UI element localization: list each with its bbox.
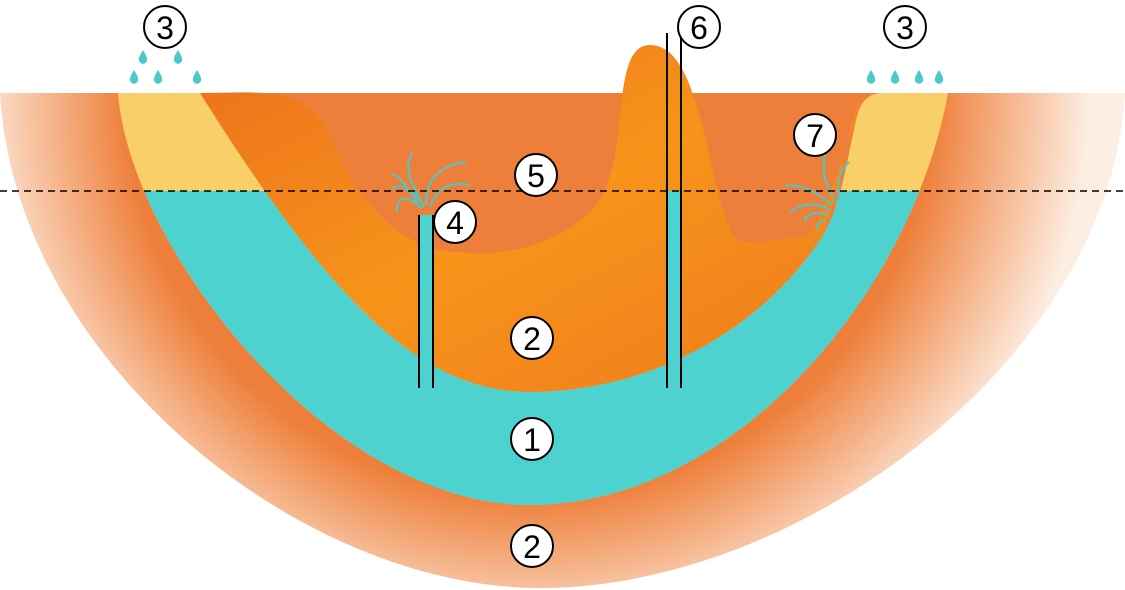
svg-text:6: 6 xyxy=(690,10,708,46)
label-confining-lower: 2 xyxy=(510,524,554,568)
svg-text:2: 2 xyxy=(523,529,541,565)
svg-text:3: 3 xyxy=(156,10,174,46)
label-recharge-right: 3 xyxy=(883,5,927,49)
svg-text:2: 2 xyxy=(523,321,541,357)
rain-drops-left-icon xyxy=(129,50,202,84)
label-spring: 7 xyxy=(793,113,837,157)
label-well-6: 6 xyxy=(677,5,721,49)
rain-drops-right-icon xyxy=(866,70,944,84)
label-artesian-well: 4 xyxy=(433,200,477,244)
label-confining-upper: 2 xyxy=(510,316,554,360)
svg-text:5: 5 xyxy=(527,158,545,194)
upper-confining-layer xyxy=(200,45,860,392)
fountain-spray-icon xyxy=(391,152,471,213)
svg-text:1: 1 xyxy=(523,422,541,458)
spring-spray-icon xyxy=(784,151,850,231)
svg-text:7: 7 xyxy=(806,118,824,154)
well-6 xyxy=(666,33,682,388)
svg-text:3: 3 xyxy=(896,10,914,46)
label-aquifer: 1 xyxy=(510,417,554,461)
svg-text:4: 4 xyxy=(446,205,464,241)
aquifer xyxy=(144,191,920,505)
label-potentiometric-surface: 5 xyxy=(514,153,558,197)
label-recharge-left: 3 xyxy=(143,5,187,49)
artesian-well xyxy=(418,215,434,388)
